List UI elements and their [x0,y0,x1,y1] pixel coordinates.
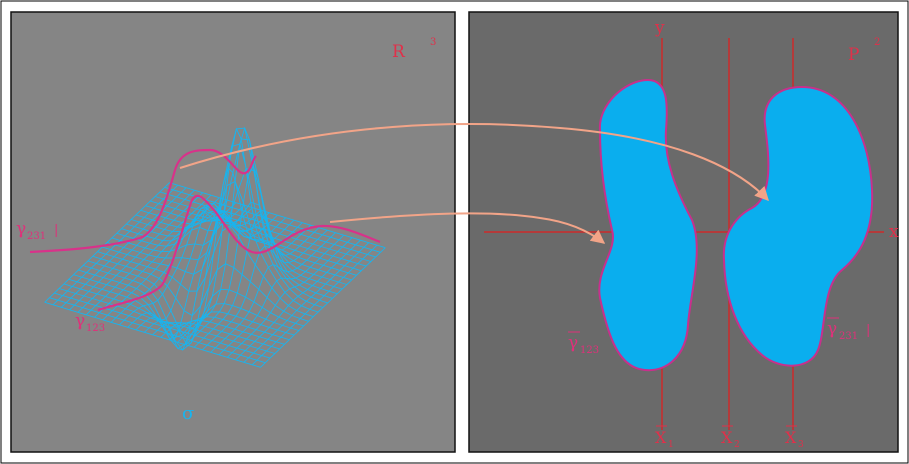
mesh-line-v [143,212,270,351]
mesh-line-v [160,167,287,338]
region-b-prime: | [866,323,870,338]
mesh-line-v [218,234,345,356]
mesh-line-v [235,239,361,361]
x1-subscript: 1 [668,440,674,450]
arrow-gamma-231-to-region [179,123,769,202]
y-axis-label: y [654,18,665,38]
x3-subscript: 3 [798,440,804,450]
x1-label: X [655,428,667,447]
r3-superscript: 3 [430,37,436,48]
gamma-231-symbol: γ [16,219,26,239]
mesh-line-v [52,184,179,306]
x3-label: X [785,428,797,447]
region-gamma-231 [722,85,874,367]
mesh-line-v [251,244,378,366]
region-b-subscript: 231 [839,331,858,342]
region-a-subscript: 123 [580,345,599,356]
mesh-line-v [193,213,320,348]
curve-gamma-231 [29,148,257,254]
region-b-symbol: γ [827,319,837,339]
arrow-gamma-123-to-region [329,212,606,244]
gamma-231-prime: | [54,223,58,238]
gamma-123-subscript: 123 [86,323,105,334]
mesh-line-v [152,210,278,344]
mesh-line-v [44,182,170,303]
left-panel-background [10,11,456,453]
p2-label: P [848,45,859,65]
mesh-line-v [94,197,220,318]
mesh-line-v [77,192,204,313]
p2-superscript: 2 [874,37,880,48]
curve-gamma-123 [97,194,381,312]
mesh-line-v [60,187,187,308]
region-a-symbol: γ [568,333,578,353]
mesh-line-v [85,194,212,316]
mesh-line-v [185,165,311,346]
x-axis-label: x [889,222,899,242]
right-panel-p2: P 2 y x X 1 X 2 X 3 γ 123 γ 231 | [468,11,899,453]
mesh-line-v [202,229,328,351]
mesh-line-v [243,242,370,363]
mesh-line-v [102,199,228,321]
x2-subscript: 2 [734,440,740,450]
surface-mesh [44,126,386,368]
region-gamma-123 [598,78,698,372]
x2-label: X [721,428,733,447]
gamma-231-subscript: 231 [27,231,46,242]
mesh-line-v [69,189,195,311]
gamma-123-symbol: γ [75,311,85,331]
mesh-line-v [226,237,353,358]
mesh-line-v [260,247,386,368]
left-panel-r3: R 3 γ 231 | γ 123 σ [10,11,456,453]
sigma-label: σ [182,403,194,424]
mesh-line-v [210,232,336,353]
r3-label: R [392,42,406,62]
